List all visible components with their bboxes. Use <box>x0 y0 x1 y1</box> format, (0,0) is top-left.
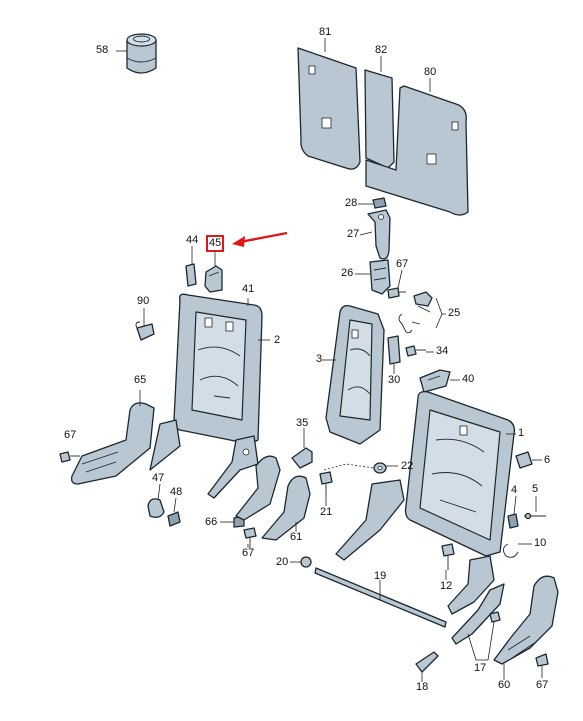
callout-19[interactable]: 19 <box>374 570 387 582</box>
callout-18[interactable]: 18 <box>416 681 429 693</box>
callout-60[interactable]: 60 <box>498 679 511 691</box>
callout-2[interactable]: 2 <box>274 334 281 346</box>
part-1-backrest-frame-right <box>404 390 516 557</box>
callout-21[interactable]: 21 <box>320 506 333 518</box>
callout-1[interactable]: 1 <box>518 427 525 439</box>
callout-25[interactable]: 25 <box>448 307 461 319</box>
callout-22[interactable]: 22 <box>401 460 414 472</box>
callout-44[interactable]: 44 <box>186 234 199 246</box>
callout-45-highlighted[interactable]: 45 <box>206 235 225 252</box>
part-21-bolt <box>319 471 333 496</box>
part-61-trim <box>261 475 311 541</box>
part-45-cover <box>204 265 223 293</box>
callout-90[interactable]: 90 <box>137 295 150 307</box>
callout-61[interactable]: 61 <box>290 531 303 543</box>
part-6-bolt <box>515 451 533 469</box>
callout-41[interactable]: 41 <box>242 283 255 295</box>
part-22-washer <box>373 462 387 474</box>
callout-34[interactable]: 34 <box>436 345 449 357</box>
callout-3[interactable]: 3 <box>316 353 323 365</box>
part-67-bolt-right <box>535 653 549 667</box>
part-4-clip <box>507 513 519 529</box>
callout-30[interactable]: 30 <box>388 374 401 386</box>
part-34-bolt <box>405 345 426 357</box>
part-1-lower-frame <box>335 479 405 561</box>
part-2-hinge-left <box>149 419 259 499</box>
part-30-latch <box>387 335 401 365</box>
callout-65[interactable]: 65 <box>134 374 147 386</box>
callout-82[interactable]: 82 <box>375 44 388 56</box>
part-20-bushing <box>300 556 312 568</box>
callout-67-centre[interactable]: 67 <box>242 547 255 559</box>
part-28-clip <box>372 197 387 209</box>
part-10-spring-clip <box>503 543 519 558</box>
part-80-panel-right <box>365 85 469 216</box>
part-2-backrest-frame-left <box>173 293 263 445</box>
part-44-cap <box>185 263 197 287</box>
part-27-bracket <box>367 209 391 260</box>
callout-20[interactable]: 20 <box>276 556 289 568</box>
callout-12[interactable]: 12 <box>440 580 453 592</box>
part-trim-arc <box>235 455 281 521</box>
part-67-bolt-top <box>387 287 406 299</box>
part-40-handle <box>419 369 451 393</box>
callout-58[interactable]: 58 <box>96 44 109 56</box>
part-47-knob <box>147 498 165 518</box>
highlight-arrow <box>232 231 288 247</box>
part-assembly-guide <box>323 463 375 471</box>
part-35-bracket <box>291 447 313 469</box>
callout-48[interactable]: 48 <box>170 486 183 498</box>
part-65-side-trim <box>70 402 155 485</box>
callout-67-left[interactable]: 67 <box>64 429 77 441</box>
callout-28[interactable]: 28 <box>345 197 358 209</box>
callout-47[interactable]: 47 <box>152 472 165 484</box>
callout-6[interactable]: 6 <box>544 454 551 466</box>
part-90-clip <box>135 321 155 341</box>
callout-26[interactable]: 26 <box>341 267 354 279</box>
callout-35[interactable]: 35 <box>296 417 309 429</box>
callout-27[interactable]: 27 <box>347 228 360 240</box>
part-67-bolt-left <box>59 451 80 463</box>
callout-40[interactable]: 40 <box>462 373 475 385</box>
part-1-hinge-right <box>447 555 495 615</box>
callout-10[interactable]: 10 <box>534 537 547 549</box>
part-48-clip <box>167 511 181 527</box>
callout-80[interactable]: 80 <box>424 66 437 78</box>
part-5-screw <box>524 512 546 520</box>
part-25-wire-clips <box>398 291 433 334</box>
part-26-hinge <box>369 259 391 295</box>
part-17-bracket <box>451 583 505 645</box>
callout-66[interactable]: 66 <box>205 516 218 528</box>
part-12-bolt <box>441 543 455 570</box>
part-82-panel-middle <box>364 69 395 169</box>
callout-5[interactable]: 5 <box>532 483 539 495</box>
part-81-panel-left <box>297 47 361 170</box>
callout-17[interactable]: 17 <box>474 662 487 674</box>
leader-lines <box>116 38 543 682</box>
part-3-centre-frame <box>325 304 385 445</box>
callout-67-right[interactable]: 67 <box>536 679 549 691</box>
callout-4[interactable]: 4 <box>511 484 518 496</box>
callout-81[interactable]: 81 <box>319 26 332 38</box>
part-58-cap <box>126 33 157 74</box>
callout-67-top[interactable]: 67 <box>396 258 409 270</box>
part-60-side-trim <box>493 575 559 665</box>
part-18-cover <box>415 651 439 673</box>
part-67-bolt-centre-left <box>243 527 257 548</box>
part-19-rod <box>314 567 447 628</box>
